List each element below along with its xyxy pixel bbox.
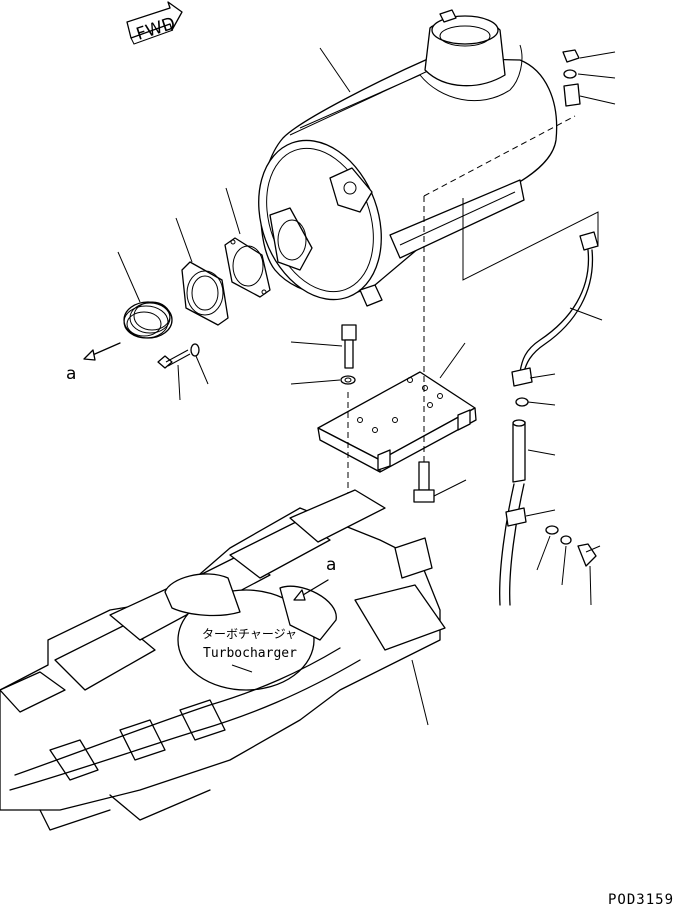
centerline bbox=[423, 115, 576, 197]
forward-arrow-icon: FWD bbox=[126, 1, 183, 45]
svg-text:a: a bbox=[326, 555, 336, 575]
engine: ターボチャージャ Turbocharger bbox=[0, 489, 446, 831]
turbocharger-label-jp: ターボチャージャ bbox=[202, 627, 297, 641]
drain-tube bbox=[499, 231, 601, 606]
bracket-bolt bbox=[340, 324, 357, 385]
bellows bbox=[123, 301, 173, 339]
nut-washer-stack bbox=[562, 49, 581, 107]
muffler bbox=[258, 9, 558, 307]
view-marker-a: a bbox=[66, 342, 121, 384]
view-marker-a-engine: a bbox=[293, 555, 336, 601]
drawing-code: POD3159 bbox=[608, 892, 674, 908]
gasket bbox=[224, 237, 271, 298]
clamp-flange bbox=[181, 261, 229, 326]
mounting-bracket bbox=[317, 371, 477, 473]
callout-leaders bbox=[117, 47, 616, 726]
lower-bolt bbox=[413, 461, 435, 503]
svg-text:a: a bbox=[66, 364, 76, 384]
turbocharger-label-en: Turbocharger bbox=[203, 646, 297, 661]
flange-bolt bbox=[157, 343, 200, 369]
